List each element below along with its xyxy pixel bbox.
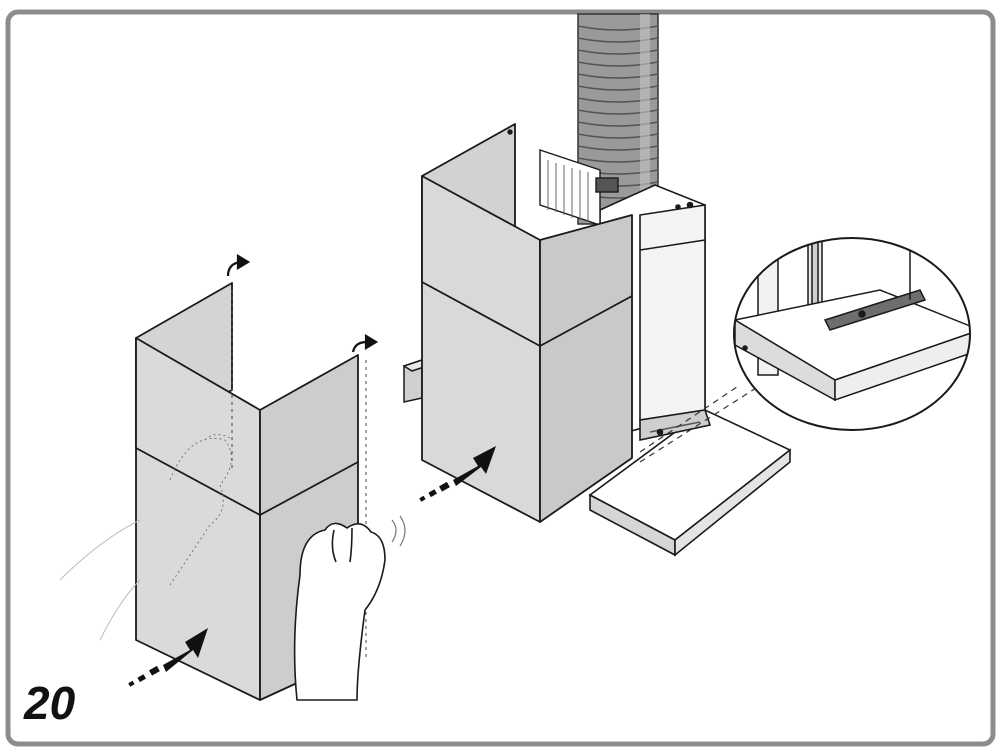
step-number: 20: [24, 677, 76, 729]
insert-arrow-icon: [128, 446, 496, 687]
magnifier-detail: [639, 237, 971, 463]
installed-chimney: [421, 123, 633, 523]
rotate-arrow-icon: [226, 254, 379, 353]
ghost-arm: [59, 519, 141, 641]
motor-frame: [539, 149, 619, 226]
hand-icon: [293, 515, 406, 701]
hood-canopy: [588, 409, 792, 557]
